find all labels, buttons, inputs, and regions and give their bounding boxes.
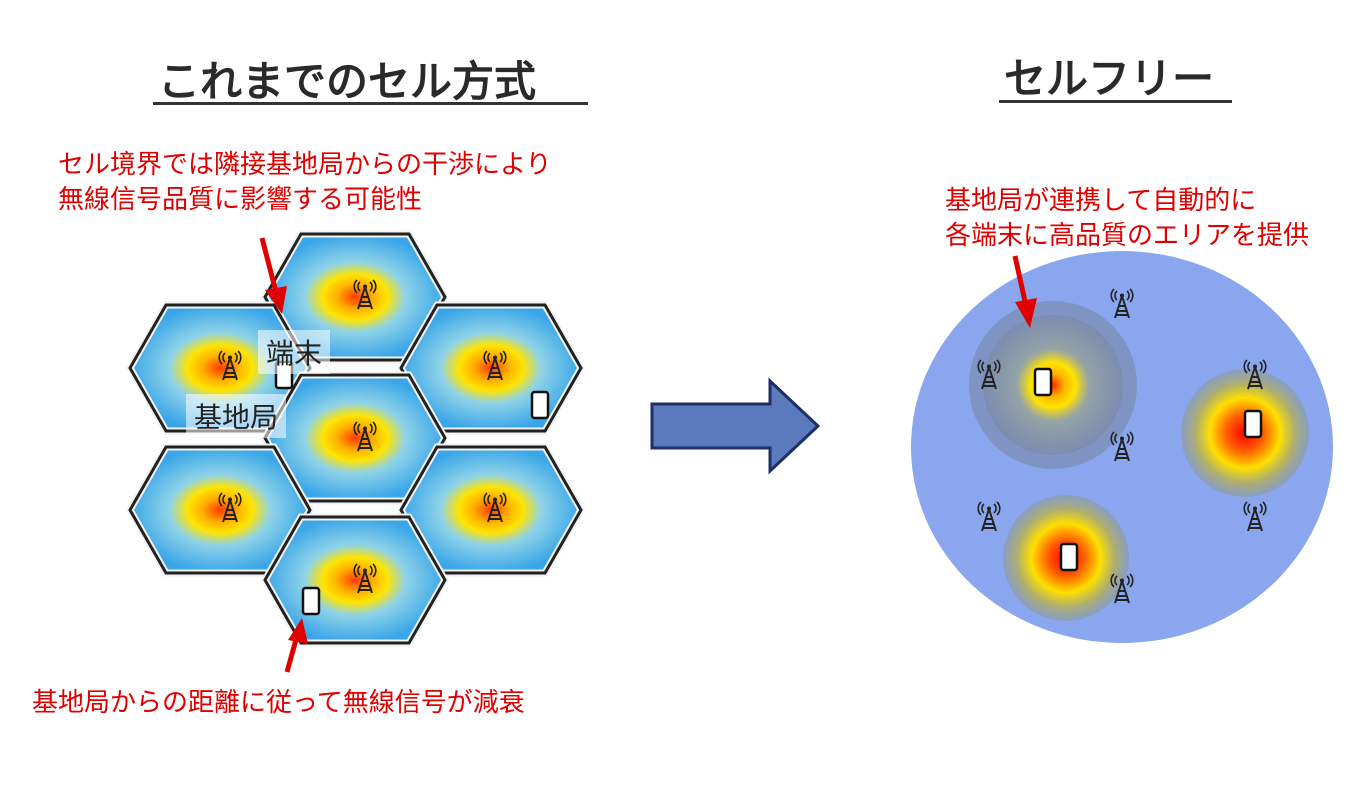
transition-arrow xyxy=(650,377,821,475)
pointer-arrow-right xyxy=(1012,255,1037,328)
heading-cell-free: セルフリー xyxy=(1004,54,1215,103)
smartphone-icon xyxy=(301,586,321,616)
note-cooperation: 基地局が連携して自動的に 各端末に高品質のエリアを提供 xyxy=(945,186,1310,251)
smartphone-icon xyxy=(530,390,550,420)
smartphone-icon xyxy=(1243,409,1263,439)
label-base-station: 基地局 xyxy=(186,394,287,438)
coverage-core-left xyxy=(983,315,1123,455)
label-terminal: 端末 xyxy=(258,330,331,374)
note-attenuation: 基地局からの距離に従って無線信号が減衰 xyxy=(32,688,525,718)
heading-underline xyxy=(999,100,1232,103)
pointer-arrow-top xyxy=(259,237,287,314)
hex-cell-bottom xyxy=(260,513,450,647)
pointer-arrow-bottom xyxy=(284,618,308,673)
heading-underline xyxy=(153,102,588,105)
smartphone-icon xyxy=(1059,542,1079,572)
heading-legacy-cell: これまでのセル方式 xyxy=(158,57,537,106)
smartphone-icon xyxy=(1033,367,1053,397)
note-interference: セル境界では隣接基地局からの干渉により 無線信号品質に影響する可能性 xyxy=(58,150,552,215)
